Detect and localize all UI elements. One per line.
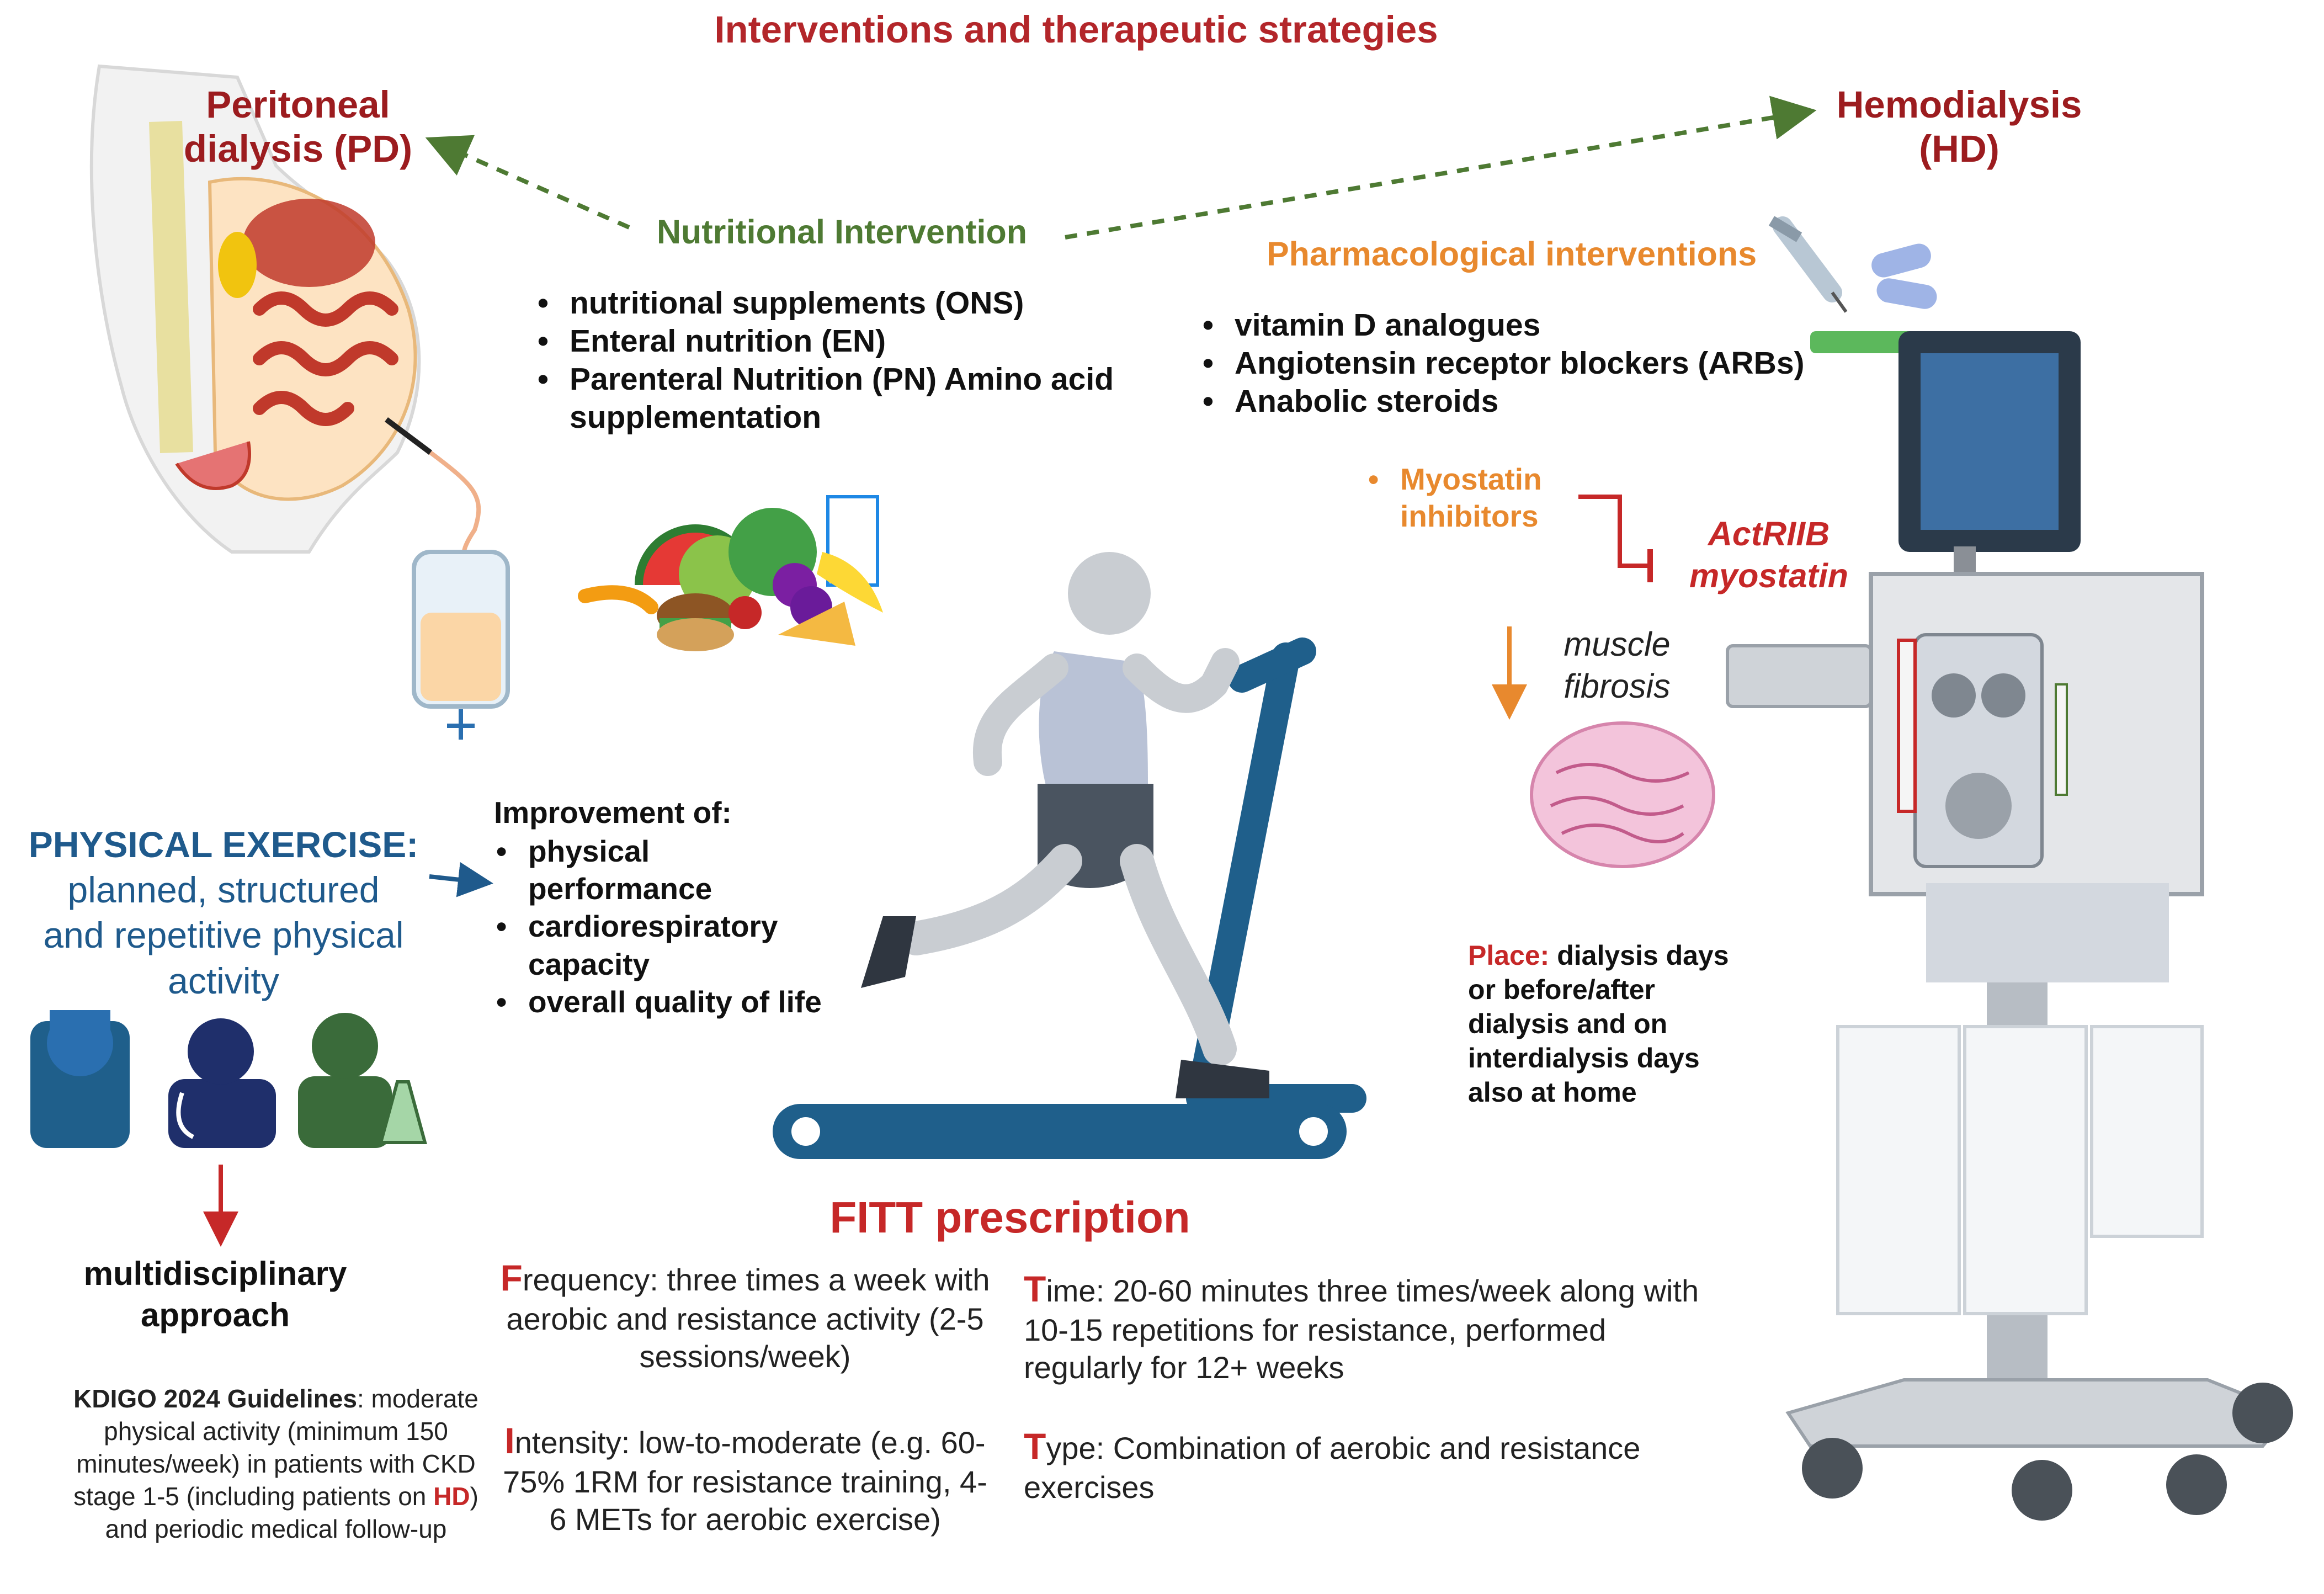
nutritional-item: Parenteral Nutrition (PN) Amino acid sup… bbox=[535, 360, 1159, 437]
physical-exercise-sub: and repetitive physical bbox=[43, 915, 404, 956]
fitt-intensity: Intensity: low-to-moderate (e.g. 60-75% … bbox=[497, 1418, 993, 1538]
fitt-type-word: ype bbox=[1046, 1431, 1096, 1465]
nutritional-item: Enteral nutrition (EN) bbox=[535, 322, 1159, 360]
fitt-title: FITT prescription bbox=[829, 1193, 1190, 1242]
pharmacological-item: vitamin D analogues bbox=[1200, 306, 1890, 344]
fitt-intensity-text: : low-to-moderate (e.g. 60-75% 1RM for r… bbox=[503, 1425, 987, 1537]
nutritional-item: nutritional supplements (ONS) bbox=[535, 284, 1159, 322]
doctor-icon bbox=[168, 1018, 276, 1148]
actriib-myostatin: ActRIIB myostatin bbox=[1667, 513, 1871, 597]
multidisciplinary-approach: multidisciplinary approach bbox=[66, 1253, 364, 1336]
fitt-time-cap: T bbox=[1024, 1268, 1046, 1309]
fitt-frequency-cap: F bbox=[500, 1257, 523, 1298]
inhibition-line bbox=[1578, 495, 1650, 568]
pd-label: Peritoneal dialysis (PD) bbox=[166, 83, 430, 171]
fitt-time-word: ime bbox=[1046, 1273, 1096, 1308]
food-icon bbox=[578, 495, 883, 651]
nutritional-list: nutritional supplements (ONS) Enteral nu… bbox=[535, 284, 1159, 437]
kdigo-title: KDIGO 2024 Guidelines bbox=[73, 1384, 357, 1413]
multidisciplinary-line2: approach bbox=[140, 1297, 290, 1333]
myostatin-inhibitors: Myostatin inhibitors bbox=[1366, 461, 1587, 535]
pharmacological-item: Anabolic steroids bbox=[1200, 382, 1890, 421]
exercise-arrow bbox=[429, 862, 493, 897]
runner-on-treadmill-illustration bbox=[773, 552, 1366, 1159]
fitt-type: Type: Combination of aerobic and resista… bbox=[1024, 1424, 1708, 1506]
hd-label-line1: Hemodialysis bbox=[1836, 83, 2082, 126]
pharmacological-list: vitamin D analogues Angiotensin receptor… bbox=[1200, 306, 1890, 421]
fitt-intensity-word: ntensity bbox=[514, 1425, 621, 1460]
nutritional-heading: Nutritional Intervention bbox=[657, 213, 1027, 251]
kdigo-text: : moderate physical activity (minimum 15… bbox=[73, 1384, 478, 1511]
place-description: dialysis days or before/after dialysis a… bbox=[1468, 940, 1729, 1108]
actriib-line2: myostatin bbox=[1689, 556, 1849, 594]
fitt-time: Time: 20-60 minutes three times/week alo… bbox=[1024, 1267, 1708, 1386]
physical-exercise-block: PHYSICAL EXERCISE: planned, structured a… bbox=[11, 822, 436, 1003]
hd-label: Hemodialysis (HD) bbox=[1810, 83, 2108, 171]
place-text: Place: dialysis days or before/after dia… bbox=[1468, 938, 1755, 1109]
pd-label-line2: dialysis (PD) bbox=[183, 127, 413, 171]
fitt-type-text: : Combination of aerobic and resistance … bbox=[1024, 1431, 1641, 1505]
myostatin-inhibitors-text: Myostatin inhibitors bbox=[1366, 461, 1587, 535]
muscle-line2: fibrosis bbox=[1563, 667, 1671, 705]
kdigo-text-end: ) and periodic medical follow-up bbox=[105, 1481, 478, 1543]
fitt-time-text: : 20-60 minutes three times/week along w… bbox=[1024, 1273, 1699, 1385]
multidisciplinary-line1: multidisciplinary bbox=[83, 1255, 347, 1292]
pharmacological-item: Angiotensin receptor blockers (ARBs) bbox=[1200, 344, 1890, 382]
fitt-frequency-word: requency bbox=[522, 1262, 650, 1297]
scientist-icon bbox=[298, 1013, 427, 1148]
arrow-to-pd bbox=[425, 135, 630, 230]
fitt-frequency-text: : three times a week with aerobic and re… bbox=[506, 1262, 990, 1374]
improvement-heading: Improvement of: bbox=[494, 795, 732, 830]
muscle-tissue-icon bbox=[1530, 721, 1715, 868]
pills-icon bbox=[1871, 243, 1937, 309]
improvement-list: physical performance cardiorespiratory c… bbox=[494, 832, 825, 1021]
kdigo-hd: HD bbox=[433, 1481, 470, 1511]
pd-label-line1: Peritoneal bbox=[206, 83, 390, 126]
fitt-frequency: Frequency: three times a week with aerob… bbox=[497, 1256, 993, 1375]
kdigo-guidelines: KDIGO 2024 Guidelines: moderate physical… bbox=[72, 1383, 480, 1545]
page-title: Interventions and therapeutic strategies bbox=[714, 8, 1438, 51]
dialysis-bag-icon bbox=[412, 450, 510, 740]
muscle-fibrosis: muscle fibrosis bbox=[1534, 624, 1700, 707]
peritoneal-anatomy-illustration bbox=[89, 64, 432, 554]
fitt-type-cap: T bbox=[1024, 1426, 1046, 1467]
improvement-item: physical performance bbox=[494, 832, 825, 907]
pharmacological-heading: Pharmacological interventions bbox=[1267, 235, 1757, 273]
fitt-intensity-cap: I bbox=[504, 1420, 515, 1461]
improvement-item: cardiorespiratory capacity bbox=[494, 907, 825, 982]
hd-label-line2: (HD) bbox=[1919, 127, 1999, 171]
arrow-to-hd bbox=[1065, 95, 1817, 240]
actriib-line1: ActRIIB bbox=[1708, 515, 1830, 552]
improvement-item: overall quality of life bbox=[494, 983, 825, 1021]
physical-exercise-sub: planned, structured bbox=[67, 869, 380, 910]
physical-exercise-heading: PHYSICAL EXERCISE: bbox=[28, 824, 419, 865]
muscle-line1: muscle bbox=[1563, 625, 1671, 663]
nurse-icon bbox=[30, 1010, 130, 1148]
physical-exercise-sub: activity bbox=[168, 960, 279, 1001]
place-label: Place: bbox=[1468, 940, 1550, 971]
hemodialysis-machine-illustration bbox=[1726, 331, 2293, 1521]
